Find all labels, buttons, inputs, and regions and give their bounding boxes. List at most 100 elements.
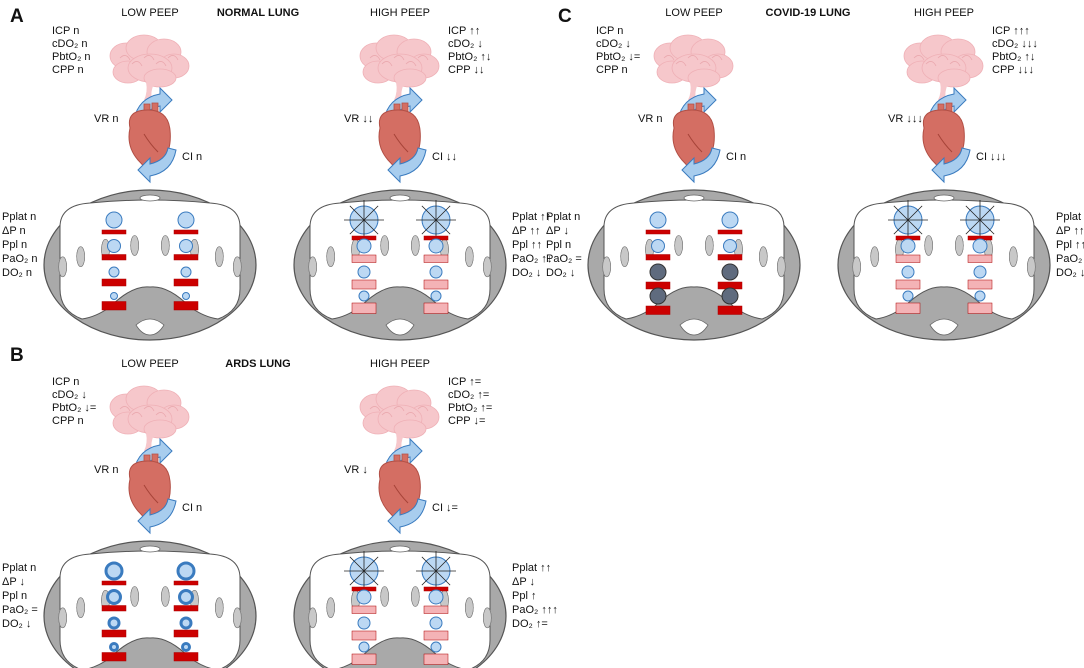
strain-arrow bbox=[979, 219, 995, 235]
alveolus-column bbox=[888, 200, 928, 314]
strain-arrow bbox=[363, 556, 379, 572]
perfusion-bar bbox=[173, 652, 199, 662]
cardiac-index-label: CI ↓= bbox=[432, 502, 458, 514]
thorax-cross-section bbox=[43, 189, 257, 341]
brain-parameter: CPP n bbox=[52, 415, 84, 427]
alveolus bbox=[182, 292, 190, 300]
lung-parameter: Pplat ↑↑ bbox=[512, 211, 551, 223]
strain-arrow bbox=[421, 556, 437, 572]
strain-arrow bbox=[979, 205, 995, 221]
alveolus bbox=[109, 642, 119, 652]
lung-type-title: ARDS LUNG bbox=[225, 358, 290, 370]
strain-arrow bbox=[349, 205, 365, 221]
alveolus bbox=[106, 589, 122, 605]
strain-arrow bbox=[893, 219, 909, 235]
alveolus bbox=[429, 265, 443, 279]
peep-header: HIGH PEEP bbox=[370, 358, 430, 370]
alveolus bbox=[181, 642, 191, 652]
peep-header: HIGH PEEP bbox=[914, 7, 974, 19]
brain-parameter: ICP ↑↑↑ bbox=[992, 25, 1030, 37]
strain-arrow bbox=[363, 205, 379, 221]
lung-parameter: Ppl n bbox=[546, 239, 571, 251]
alveolus-column bbox=[717, 211, 743, 315]
alveolus bbox=[901, 265, 915, 279]
lung-parameter: Pplat n bbox=[2, 562, 36, 574]
perfusion-bar bbox=[351, 630, 377, 641]
brain-parameter: CPP n bbox=[596, 64, 628, 76]
lung-parameter: Ppl ↑↑ bbox=[512, 239, 542, 251]
cardiac-index-label: CI n bbox=[182, 151, 202, 163]
strain-arrow bbox=[363, 570, 379, 586]
strain-arrow bbox=[435, 556, 451, 572]
venous-return-label: VR ↓↓↓ bbox=[888, 113, 923, 125]
venous-return-label: VR n bbox=[94, 464, 118, 476]
perfusion-bar bbox=[101, 254, 127, 261]
perfusion-bar bbox=[173, 278, 199, 287]
brain-parameter: ICP n bbox=[52, 25, 79, 37]
perfusion-bar bbox=[351, 653, 377, 665]
perfusion-bar bbox=[645, 229, 671, 235]
lung-parameter: PaO₂ ↑↑↑ bbox=[512, 604, 558, 616]
lung-parameter: PaO₂ n bbox=[2, 253, 37, 265]
perfusion-bar bbox=[895, 254, 921, 263]
alveolus bbox=[179, 616, 193, 630]
perfusion-bar bbox=[351, 279, 377, 290]
perfusion-bar bbox=[101, 301, 127, 311]
alveolus bbox=[110, 292, 118, 300]
alveolus bbox=[180, 266, 192, 278]
venous-return-label: VR ↓↓ bbox=[344, 113, 373, 125]
brain-parameter: PbtO₂ ↓= bbox=[596, 51, 640, 63]
perfusion-bar bbox=[423, 254, 449, 263]
brain-icon bbox=[109, 34, 190, 100]
alveolus bbox=[356, 238, 372, 254]
lung-parameter: Ppl ↑↑↑ bbox=[1056, 239, 1084, 251]
alveolus bbox=[429, 616, 443, 630]
alveolus bbox=[356, 589, 372, 605]
venous-return-label: VR n bbox=[94, 113, 118, 125]
brain-parameter: PbtO₂ ↑= bbox=[448, 402, 492, 414]
alveolus bbox=[902, 290, 914, 302]
alveolus bbox=[107, 239, 121, 253]
alveolus-column bbox=[344, 551, 384, 665]
alveolus-column bbox=[960, 200, 1000, 314]
perfusion-bar bbox=[173, 229, 199, 235]
strain-arrow bbox=[907, 219, 923, 235]
strain-arrow bbox=[435, 219, 451, 235]
perfusion-bar bbox=[895, 302, 921, 314]
alveolus bbox=[108, 266, 120, 278]
perfusion-bar bbox=[101, 629, 127, 638]
cardiac-index-arrow bbox=[387, 147, 427, 184]
strain-arrow bbox=[965, 219, 981, 235]
lung-parameter: DO₂ ↑= bbox=[512, 618, 548, 630]
alveolus bbox=[179, 239, 193, 253]
lung-parameter: DO₂ n bbox=[2, 267, 32, 279]
brain-parameter: PbtO₂ ↓= bbox=[52, 402, 96, 414]
perfusion-bar bbox=[967, 254, 993, 263]
lung-parameter: DO₂ ↓ bbox=[546, 267, 575, 279]
lung-parameter: ΔP ↓ bbox=[2, 576, 25, 588]
alveolus bbox=[177, 211, 195, 229]
venous-return-label: VR ↓ bbox=[344, 464, 368, 476]
venous-return-label: VR n bbox=[638, 113, 662, 125]
perfusion-bar bbox=[173, 605, 199, 612]
lung-parameter: DO₂ ↓ bbox=[512, 267, 541, 279]
alveolus bbox=[651, 239, 665, 253]
alveolus bbox=[428, 238, 444, 254]
alveolus-column bbox=[101, 211, 127, 311]
brain-parameter: CPP ↓↓ bbox=[448, 64, 484, 76]
brain-parameter: cDO₂ ↑= bbox=[448, 389, 489, 401]
peep-header: LOW PEEP bbox=[665, 7, 722, 19]
alveolus-column bbox=[173, 561, 199, 662]
lung-type-title: COVID-19 LUNG bbox=[766, 7, 851, 19]
brain-parameter: PbtO₂ n bbox=[52, 51, 91, 63]
perfusion-bar bbox=[101, 229, 127, 235]
alveolus bbox=[358, 290, 370, 302]
perfusion-bar bbox=[645, 305, 671, 315]
lung-parameter: Pplat ↑↑ bbox=[512, 562, 551, 574]
brain-icon bbox=[653, 34, 734, 100]
